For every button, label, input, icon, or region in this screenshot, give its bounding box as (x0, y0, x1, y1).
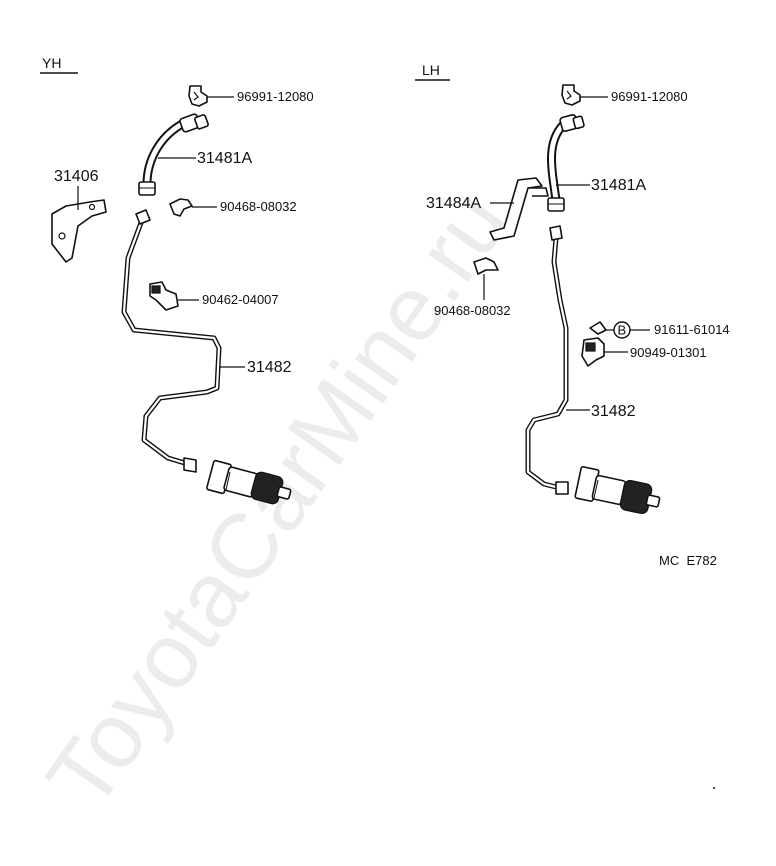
clip-part (561, 84, 581, 106)
view-title-lh: LH (422, 62, 440, 78)
part-label-clamp: 90949-01301 (630, 345, 707, 360)
part-label-bracket: 31484A (426, 195, 481, 212)
part-label-clip: 96991-12080 (611, 89, 688, 104)
small-clip-part (473, 257, 499, 275)
view-yh: YH 96991-12080 31481A 31406 (40, 55, 314, 505)
flex-hose-part (138, 113, 209, 196)
part-label-hose: 31481A (197, 150, 252, 167)
clamp-part (581, 337, 605, 367)
rigid-tube-part (121, 209, 222, 473)
clip-part (188, 85, 208, 107)
figure-code: MC E782 (659, 553, 717, 568)
part-label-clip: 96991-12080 (237, 89, 314, 104)
part-label-hose: 31481A (591, 177, 646, 194)
part-label-bolt: 91611-61014 (654, 322, 730, 337)
part-label-tube: 31482 (591, 403, 636, 420)
bracket-part (51, 199, 107, 263)
view-title-yh: YH (42, 55, 61, 71)
release-cylinder-part (206, 459, 292, 505)
view-lh: LH 96991-12080 31481A 31484A (415, 62, 730, 515)
bolt-part (589, 321, 607, 335)
clamp-part (149, 281, 179, 311)
bolt-mark: B (618, 323, 627, 338)
rigid-tube-part (525, 225, 569, 495)
stray-dot (713, 787, 715, 789)
part-label-tube: 31482 (247, 359, 292, 376)
flex-hose-part (547, 114, 585, 212)
part-label-clip-small: 90468-08032 (220, 199, 297, 214)
part-label-clamp: 90462-04007 (202, 292, 279, 307)
part-label-clip-small: 90468-08032 (434, 303, 511, 318)
part-label-bracket: 31406 (54, 168, 99, 185)
small-clip-part (169, 198, 193, 217)
bracket-part (489, 177, 549, 241)
release-cylinder-part (574, 466, 661, 515)
